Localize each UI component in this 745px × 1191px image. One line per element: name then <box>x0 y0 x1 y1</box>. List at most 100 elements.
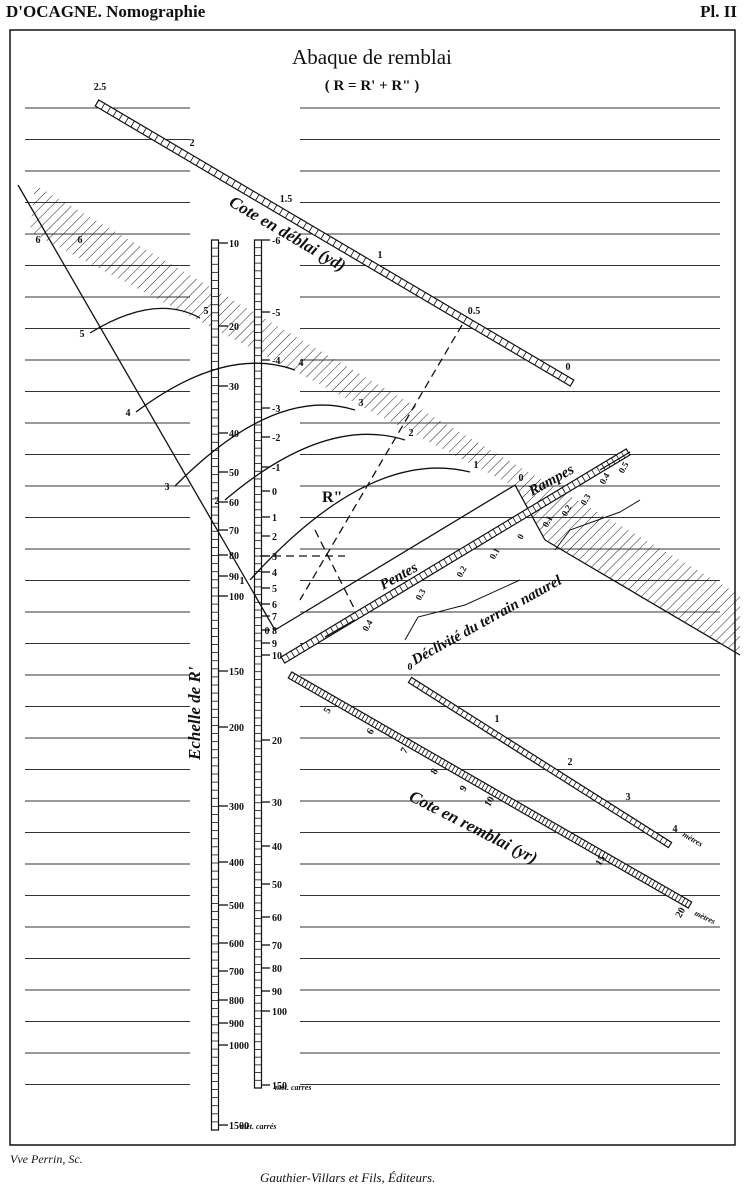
remblai-scale-division <box>444 761 449 769</box>
declivite-scale-division <box>379 597 384 604</box>
remblai-small-scale-division <box>546 765 551 771</box>
remblai-scale-division <box>674 894 679 901</box>
declivite-scale-division <box>413 576 419 583</box>
remblai-scale-division <box>551 823 556 830</box>
r-second-tick-label: -2 <box>272 433 280 444</box>
remblai-scale-division <box>334 698 339 706</box>
deblai-scale-division <box>166 141 171 149</box>
r-prime-tick-label: 90 <box>229 572 239 583</box>
remblai-small-scale-division <box>598 798 603 804</box>
remblai-scale-division <box>437 758 443 765</box>
r-second-tick-label: -6 <box>272 236 280 247</box>
remblai-small-scale-division <box>624 814 629 821</box>
remblai-small-scale-division <box>611 806 616 812</box>
header-author-title: D'OCAGNE. Nomographie <box>6 2 206 21</box>
remblai-scale-division <box>664 888 669 895</box>
r-second-tick-label: 60 <box>272 913 282 924</box>
remblai-small-scale-division <box>416 682 421 689</box>
deblai-scale-division <box>237 183 242 191</box>
deblai-scale-division <box>130 120 135 128</box>
declivite-scale-division <box>527 508 532 515</box>
declivite-scale-division <box>384 594 389 601</box>
remblai-tick-label: 10 <box>483 795 498 809</box>
r-second-tick-label: 40 <box>272 842 282 853</box>
deblai-scale-division <box>528 355 533 362</box>
rampes-arrow <box>599 451 631 471</box>
deblai-scale-division <box>183 152 189 159</box>
curve-label: 3 <box>165 482 170 493</box>
deblai-scale-division <box>356 253 361 261</box>
remblai-scale-division <box>614 859 619 867</box>
r-second-tick-label: 100 <box>272 1007 287 1018</box>
deblai-scale-division <box>445 306 450 313</box>
remblai-scale-division <box>641 874 646 882</box>
remblai-unit: mètres <box>693 909 717 926</box>
remblai-scale-division <box>484 784 489 792</box>
remblai-scale-division <box>634 871 639 878</box>
declivite-scale-division <box>463 546 468 554</box>
remblai-scale-division <box>591 846 596 853</box>
deblai-scale-division <box>427 295 432 303</box>
deblai-scale-division <box>368 260 373 268</box>
remblai-scale-division <box>464 773 469 780</box>
remblai-scale-division <box>417 746 423 753</box>
remblai-small-scale-division <box>542 762 547 768</box>
deblai-scale-division <box>385 271 391 278</box>
declivite-scale-division <box>601 463 606 471</box>
deblai-scale-division <box>207 166 212 173</box>
curve-label: 0 <box>265 626 270 637</box>
remblai-scale-division <box>344 704 349 711</box>
declivite-scale-division <box>404 582 409 589</box>
deblai-tick-label: 0 <box>566 362 571 373</box>
r-prime-tick-label: 150 <box>229 667 244 678</box>
remblai-scale-division <box>371 719 376 727</box>
remblai-scale-division <box>477 781 483 788</box>
remblai-scale-division <box>337 700 343 707</box>
remblai-scale-division <box>397 735 403 742</box>
declivite-scale-division <box>620 451 626 459</box>
declivite-scale-division <box>556 490 562 497</box>
remblai-small-scale-division <box>659 836 664 843</box>
remblai-scale-division <box>304 681 309 688</box>
declivite-scale-division <box>300 644 305 652</box>
remblai-small-scale-division <box>620 812 625 818</box>
remblai-small-scale-division <box>525 751 529 757</box>
remblai-scale-division <box>511 800 516 807</box>
remblai-scale-label: Cote en remblai (yr) <box>406 787 540 868</box>
remblai-scale-division <box>681 897 686 905</box>
r-second-unit: mèt. carrés <box>275 1083 311 1092</box>
declivite-scale-division <box>517 514 522 521</box>
deblai-scale-division <box>552 369 557 376</box>
remblai-small-scale-division <box>594 795 599 801</box>
remblai-scale-division <box>661 886 666 893</box>
declivite-scale-division <box>374 600 379 607</box>
remblai-small-scale-division <box>629 817 633 823</box>
declivite-scale-division <box>458 549 463 557</box>
declivite-scale-division <box>428 567 434 575</box>
remblai-small-scale-division <box>507 740 512 746</box>
curve-end-label: 5 <box>204 306 209 317</box>
remblai-scale-division <box>327 694 333 702</box>
declivite-scale-division <box>453 552 458 560</box>
remblai-scale-division <box>651 880 656 888</box>
remblai-scale-division <box>597 850 603 857</box>
remblai-scale-division <box>314 687 319 694</box>
remblai-small-scale-division <box>412 680 417 686</box>
declivite-scale-division <box>497 526 503 533</box>
remblai-scale-division <box>557 827 563 834</box>
remblai-small-scale-division <box>555 770 560 777</box>
r-prime-tick-label: 10 <box>229 239 239 250</box>
r-second-tick-label: 9 <box>272 639 277 650</box>
remblai-tick-label: 15 <box>594 854 609 868</box>
deblai-scale-division <box>451 309 456 317</box>
terrain-boundary <box>544 539 741 656</box>
declivite-scale-division <box>438 561 443 569</box>
r-prime-tick-label: 500 <box>229 901 244 912</box>
remblai-scale-division <box>321 690 326 698</box>
deblai-scale-division <box>142 127 147 135</box>
r-second-tick-label: 8 <box>272 626 277 637</box>
remblai-scale-division <box>407 740 413 748</box>
remblai-scale-division <box>657 884 663 891</box>
deblai-scale-division <box>486 330 491 338</box>
r-second-tick-label: 150 <box>272 1081 287 1092</box>
